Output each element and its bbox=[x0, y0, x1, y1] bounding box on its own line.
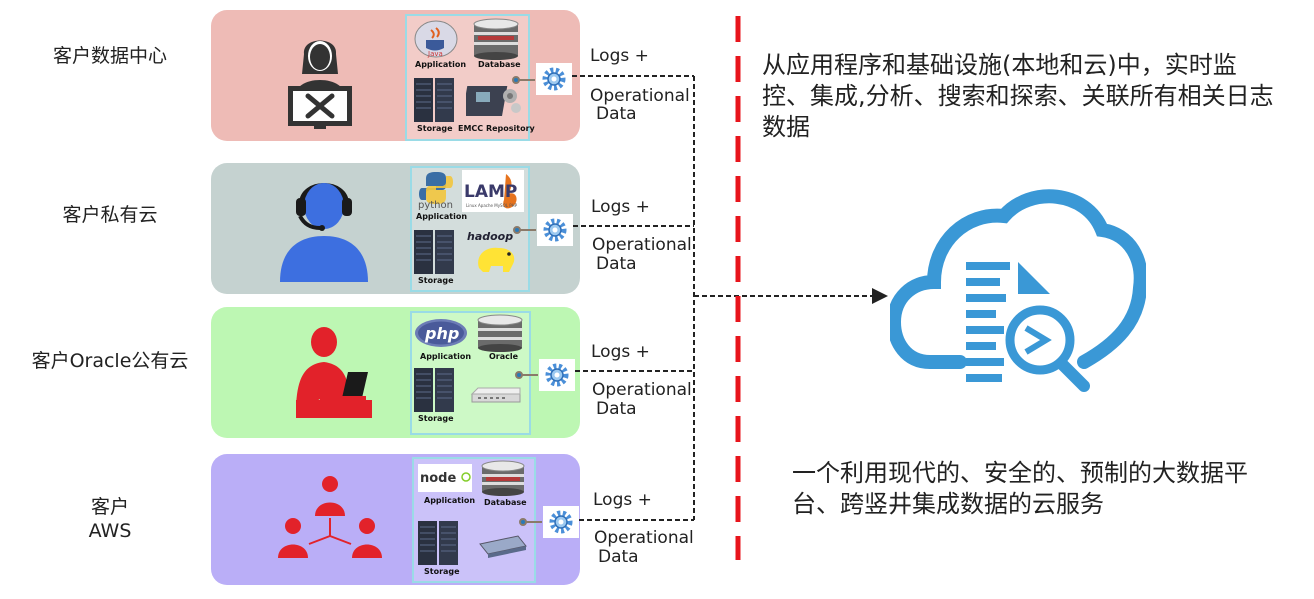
data-label: Data bbox=[596, 104, 637, 124]
lamp-text: LAMP bbox=[464, 182, 517, 202]
operational-label: Operational bbox=[594, 528, 694, 548]
bottom-description: 一个利用现代的、安全的、预制的大数据平台、跨竖井集成数据的云服务 bbox=[792, 459, 1248, 518]
admin-person-icon bbox=[280, 30, 360, 130]
data-label: Data bbox=[596, 254, 637, 274]
storage-icon bbox=[414, 230, 454, 274]
cloud-search-icon bbox=[886, 172, 1148, 412]
team-network-icon bbox=[275, 474, 385, 564]
data-label: Data bbox=[598, 547, 639, 567]
php-text: php bbox=[424, 324, 459, 343]
datacenter-panel bbox=[211, 10, 580, 141]
svg-text:Linux Apache MySQL PHP: Linux Apache MySQL PHP bbox=[466, 203, 518, 208]
app-caption: Application bbox=[420, 352, 472, 361]
aws-label-line2: AWS bbox=[88, 520, 132, 542]
php-icon: php bbox=[414, 318, 468, 348]
database-icon bbox=[478, 460, 528, 496]
storage-icon bbox=[414, 78, 454, 122]
app-caption: Application bbox=[424, 496, 476, 505]
storage-caption: Storage bbox=[418, 276, 454, 285]
database-icon bbox=[470, 18, 522, 60]
database-icon bbox=[474, 314, 526, 352]
operational-label: Operational bbox=[592, 380, 692, 400]
top-description: 从应用程序和基础设施(本地和云)中，实时监控、集成,分析、搜索和探索、关联所有相… bbox=[762, 51, 1274, 141]
database-caption: Database bbox=[484, 498, 527, 507]
oracle-caption: Oracle bbox=[489, 352, 519, 361]
storage-caption: Storage bbox=[418, 414, 454, 423]
repository-caption: EMCC Repository bbox=[458, 124, 535, 133]
repository-icon bbox=[462, 82, 522, 120]
logs-label: Logs + bbox=[590, 46, 649, 66]
nodejs-icon: node bbox=[418, 464, 472, 492]
row-label-private-cloud: 客户私有云 bbox=[62, 204, 158, 226]
python-caption: python bbox=[418, 200, 453, 211]
database-caption: Database bbox=[478, 60, 521, 69]
laptop-user-icon bbox=[290, 326, 378, 422]
hadoop-icon: hadoop bbox=[465, 228, 523, 276]
gear-icon bbox=[539, 359, 575, 391]
node-text: node bbox=[420, 471, 456, 486]
lamp-icon: LAMP Linux Apache MySQL PHP bbox=[462, 170, 524, 212]
storage-icon bbox=[414, 368, 454, 412]
app-caption: Application bbox=[415, 60, 467, 69]
gear-icon bbox=[543, 506, 579, 538]
server-appliance-icon bbox=[470, 386, 522, 406]
gear-icon bbox=[536, 63, 572, 95]
logs-label: Logs + bbox=[591, 197, 650, 217]
python-icon bbox=[416, 170, 456, 214]
data-label: Data bbox=[596, 399, 637, 419]
operational-label: Operational bbox=[592, 235, 692, 255]
logs-label: Logs + bbox=[591, 342, 650, 362]
row-label-datacenter: 客户数据中心 bbox=[52, 45, 167, 67]
svg-text:Java: Java bbox=[427, 50, 443, 58]
app-caption: Application bbox=[416, 212, 468, 221]
storage-icon bbox=[418, 521, 458, 565]
gear-icon bbox=[537, 214, 573, 246]
row-label-oracle-cloud: 客户Oracle公有云 bbox=[31, 350, 189, 372]
disk-device-icon bbox=[478, 532, 528, 558]
hadoop-text: hadoop bbox=[467, 230, 513, 243]
storage-caption: Storage bbox=[417, 124, 453, 133]
aws-label-line1: 客户 bbox=[90, 496, 129, 518]
support-agent-icon bbox=[272, 170, 376, 284]
java-icon: Java bbox=[414, 20, 458, 58]
operational-label: Operational bbox=[590, 86, 690, 106]
logs-label: Logs + bbox=[593, 490, 652, 510]
storage-caption: Storage bbox=[424, 567, 460, 576]
row-label-aws: 客户 AWS bbox=[10, 495, 210, 543]
